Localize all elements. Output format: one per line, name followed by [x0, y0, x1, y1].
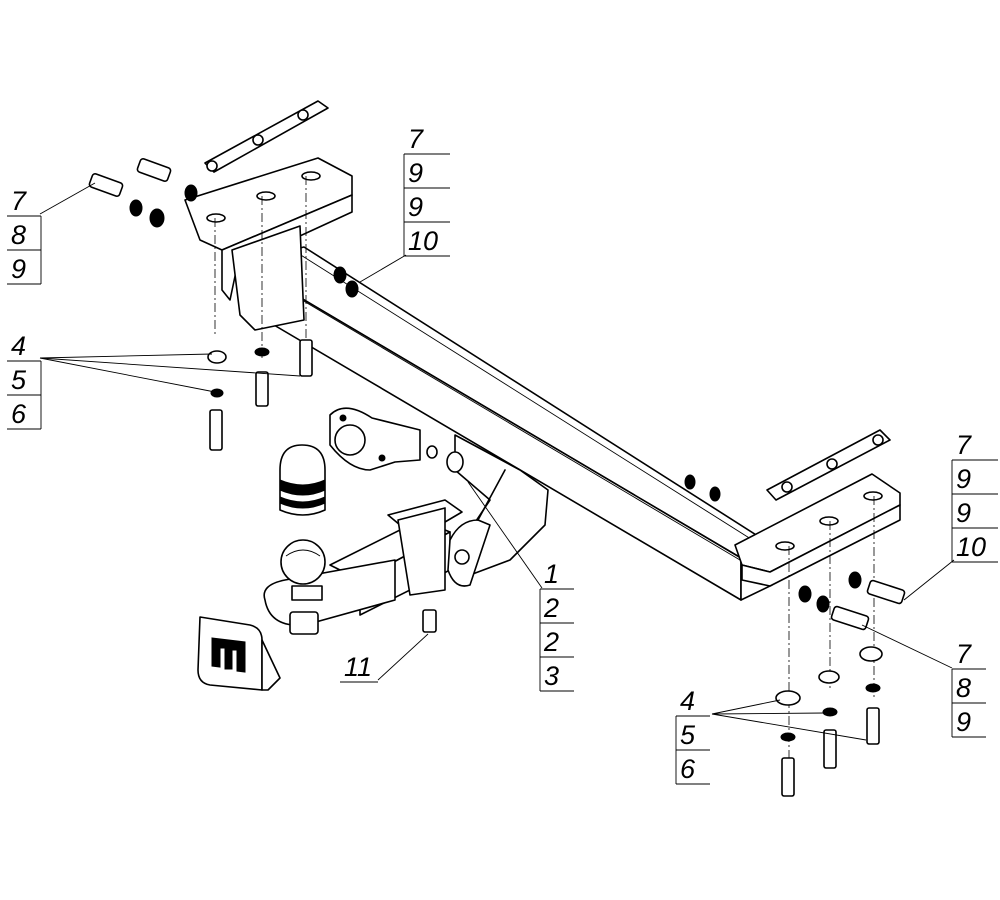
callout-number: 7	[956, 639, 972, 669]
letter-m-logo-icon	[211, 637, 246, 673]
fasteners-left	[88, 157, 721, 502]
callout-number: 11	[344, 652, 372, 682]
callout-number: 6	[680, 754, 696, 784]
pin-clip	[447, 469, 506, 587]
callout-number: 2	[543, 593, 559, 623]
callout-right-lower: 7 8 9	[951, 639, 986, 738]
callout-number: 9	[956, 707, 971, 737]
callout-left-mid: 4 5 6	[7, 331, 42, 430]
fastener-11	[422, 609, 437, 633]
callout-bottom-center: 11	[340, 652, 378, 683]
callout-number: 10	[408, 226, 438, 256]
callout-top-left: 7 8 9	[7, 186, 42, 285]
callout-number: 3	[544, 661, 559, 691]
callout-number: 2	[543, 627, 559, 657]
callout-center: 1 2 2 3	[539, 559, 574, 692]
callout-number: 7	[408, 124, 424, 154]
callout-number: 7	[956, 430, 972, 460]
callout-number: 1	[544, 559, 559, 589]
callout-number: 7	[11, 186, 27, 216]
left-clamp-plate	[204, 100, 329, 173]
callout-top-center: 7 9 9 10	[403, 124, 450, 257]
callout-number: 9	[408, 158, 423, 188]
callout-number: 8	[11, 220, 26, 250]
plug-cover	[197, 616, 281, 691]
leader-lines	[39, 182, 955, 741]
callout-number: 6	[11, 399, 27, 429]
right-bracket	[734, 473, 901, 587]
callout-number: 9	[11, 254, 26, 284]
callout-number: 10	[956, 532, 986, 562]
callout-number: 4	[680, 686, 695, 716]
callout-number: 5	[11, 365, 27, 395]
callout-number: 5	[680, 720, 696, 750]
socket-plate	[329, 407, 421, 471]
callout-number: 4	[11, 331, 26, 361]
callout-number: 9	[956, 464, 971, 494]
callout-number: 8	[956, 673, 971, 703]
callout-bottom-right: 4 5 6	[675, 686, 710, 785]
right-clamp-plate	[766, 429, 891, 501]
callout-right-upper: 7 9 9 10	[951, 430, 998, 563]
callout-tables: 7 9 9 10 7 8 9 4 5 6 7 9 9 10 1 2 2 3 7 8 9 4 5 6 11	[7, 124, 998, 785]
ball-cover-cap	[279, 444, 326, 516]
callout-number: 9	[956, 498, 971, 528]
callout-number: 9	[408, 192, 423, 222]
left-bracket	[184, 157, 353, 331]
ball-mount	[263, 539, 396, 635]
fasteners-right	[775, 496, 906, 797]
